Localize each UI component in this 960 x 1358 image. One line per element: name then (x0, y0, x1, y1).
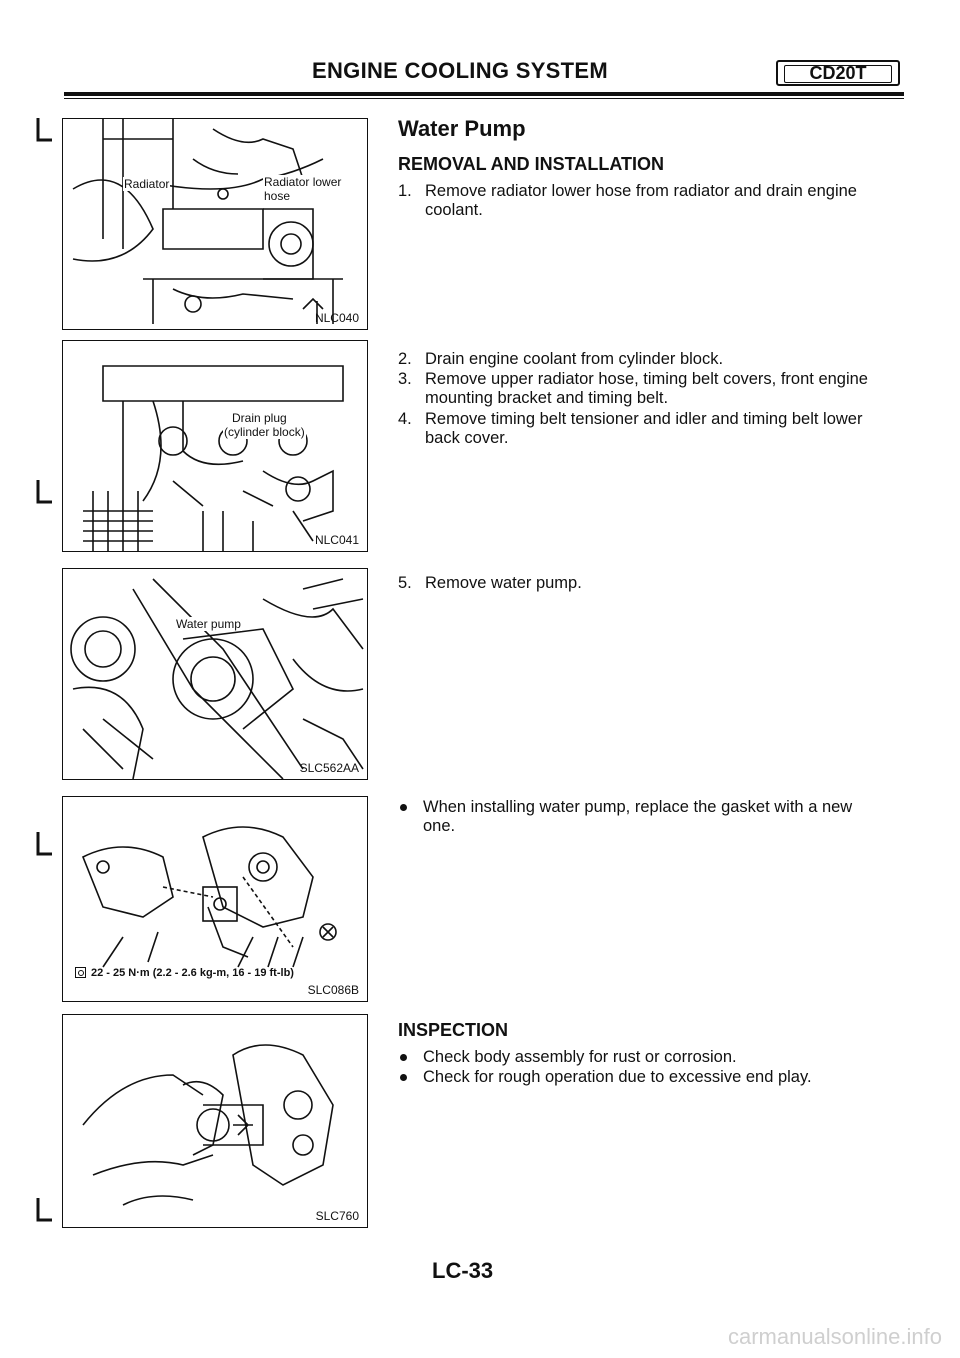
figure-radiator-lower-hose: Radiator Radiator lower hose NLC040 (62, 118, 368, 330)
figure-code: NLC041 (314, 533, 359, 547)
engine-code-badge: CD20T (776, 60, 900, 86)
step-item: 2. Drain engine coolant from cylinder bl… (398, 350, 888, 369)
step-item: 1. Remove radiator lower hose from radia… (398, 182, 888, 220)
install-note-text: When installing water pump, replace the … (423, 798, 853, 835)
margin-mark (36, 832, 52, 856)
section-title: Water Pump (398, 116, 526, 141)
torque-value: 22 - 25 N·m (2.2 - 2.6 kg-m, 16 - 19 ft-… (91, 967, 294, 979)
step-text: Remove timing belt tensioner and idler a… (425, 410, 863, 447)
label-radiator-lower: Radiator lower (263, 175, 343, 189)
margin-mark (36, 1198, 52, 1222)
step-number: 1. (398, 182, 412, 200)
inspection-text: Check body assembly for rust or corrosio… (423, 1048, 737, 1066)
step-number: 4. (398, 410, 412, 428)
header-rule-thin (64, 98, 904, 99)
figure-drain-plug: Drain plug (cylinder block) NLC041 (62, 340, 368, 552)
step-item: 4. Remove timing belt tensioner and idle… (398, 410, 888, 448)
engine-illustration (72, 119, 343, 324)
label-drain-plug: Drain plug (231, 411, 288, 425)
label-radiator: Radiator (123, 177, 171, 191)
page-number: LC-33 (432, 1258, 494, 1283)
water-pump-illustration (70, 578, 364, 779)
step-text: Remove upper radiator hose, timing belt … (425, 370, 868, 407)
bullet-dot (400, 804, 407, 811)
engine-code-label: CD20T (809, 63, 867, 83)
step-text: Remove radiator lower hose from radiator… (425, 182, 857, 219)
step-item: 5. Remove water pump. (398, 574, 888, 593)
label-hose: hose (263, 189, 292, 203)
step-text: Drain engine coolant from cylinder block… (425, 350, 724, 368)
bullet-dot (400, 1074, 407, 1081)
exploded-view-illustration (81, 826, 337, 968)
step-text: Remove water pump. (425, 574, 582, 592)
figure-water-pump-location: Water pump SLC562AA (62, 568, 368, 780)
hand-inspection-illustration (82, 1044, 334, 1206)
figure-water-pump-inspection: SLC760 (62, 1014, 368, 1228)
header-rule (64, 92, 904, 96)
cylinder-block-illustration (83, 365, 344, 551)
inspection-text: Check for rough operation due to excessi… (423, 1068, 812, 1086)
inspection-item: Check for rough operation due to excessi… (398, 1068, 888, 1087)
step-number: 5. (398, 574, 412, 592)
subhead-inspection: INSPECTION (398, 1020, 509, 1040)
watermark: carmanualsonline.info (727, 1324, 942, 1349)
step-item: 3. Remove upper radiator hose, timing be… (398, 370, 888, 408)
bullet-dot (400, 1054, 407, 1061)
label-cylinder-block: (cylinder block) (223, 425, 306, 439)
step-number: 3. (398, 370, 412, 388)
torque-spec: 22 - 25 N·m (2.2 - 2.6 kg-m, 16 - 19 ft-… (75, 967, 294, 979)
install-note: When installing water pump, replace the … (398, 798, 888, 836)
figure-code: SLC760 (315, 1209, 359, 1223)
margin-mark (36, 118, 52, 142)
subhead-removal: REMOVAL AND INSTALLATION (398, 154, 664, 174)
figure-water-pump-installation: 22 - 25 N·m (2.2 - 2.6 kg-m, 16 - 19 ft-… (62, 796, 368, 1002)
step-number: 2. (398, 350, 412, 368)
margin-mark (36, 480, 52, 504)
figure-code: SLC086B (307, 983, 359, 997)
label-water-pump: Water pump (175, 617, 242, 631)
figure-code: NLC040 (314, 311, 359, 325)
torque-icon (75, 967, 86, 978)
page-header-title: ENGINE COOLING SYSTEM (312, 58, 608, 83)
inspection-item: Check body assembly for rust or corrosio… (398, 1048, 888, 1067)
figure-code: SLC562AA (299, 761, 359, 775)
